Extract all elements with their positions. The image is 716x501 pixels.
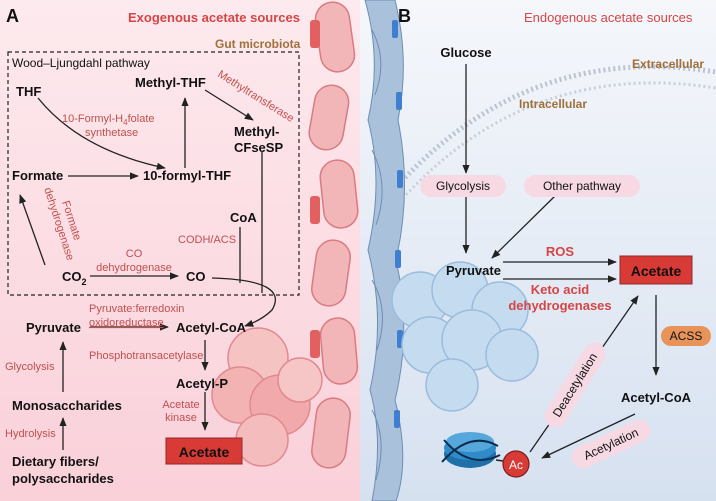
intracellular-label: Intracellular <box>519 97 587 111</box>
enzyme-hydrolysis: Hydrolysis <box>5 428 56 440</box>
acetate-box-b: Acetate <box>619 255 693 285</box>
acss-pill: ACSS <box>661 326 711 346</box>
node-pyruvate-b: Pyruvate <box>446 263 501 278</box>
acetyl-group-badge: Ac <box>502 450 530 478</box>
cell-membrane-inner <box>394 81 716 207</box>
wood-ljungdahl-box <box>7 51 300 296</box>
node-formate: Formate <box>12 168 63 183</box>
extracellular-label: Extracellular <box>632 57 704 71</box>
bacteria-column <box>308 1 359 469</box>
node-acetyl-p: Acetyl-P <box>176 376 228 391</box>
other-pathway-pill: Other pathway <box>524 175 640 197</box>
panel-a-letter: A <box>6 6 19 26</box>
wood-ljungdahl-title: Wood–Ljungdahl pathway <box>12 56 150 70</box>
panel-a-heading: Exogenous acetate sources <box>128 10 300 25</box>
gut-microbiota-label: Gut microbiota <box>215 37 301 51</box>
node-methyl-thf: Methyl-THF <box>135 75 206 90</box>
node-dietary-fibers: Dietary fibers/polysaccharides <box>12 454 114 486</box>
panel-a-arrows <box>19 89 277 450</box>
ac-label: Ac <box>509 458 523 472</box>
glycolysis-pill: Glycolysis <box>420 175 506 197</box>
node-coa-wl: CoA <box>230 210 257 225</box>
epithelial-barrier <box>364 0 405 501</box>
acetate-box-a: Acetate <box>165 437 243 465</box>
histone-icon <box>441 432 511 468</box>
node-glucose: Glucose <box>440 45 491 60</box>
panel-b-letter: B <box>398 6 411 26</box>
host-cell-cluster <box>391 261 539 412</box>
enzyme-phosphotransacetylase: Phosphotransacetylase <box>89 350 203 362</box>
enzyme-codh-acs: CODH/ACS <box>178 234 236 246</box>
node-co: CO <box>186 269 206 284</box>
cell-membrane-outer <box>383 64 716 202</box>
acss-label: ACSS <box>670 329 703 343</box>
node-co2: CO2 <box>62 269 87 287</box>
node-thf: THF <box>16 84 41 99</box>
panel-b-heading: Endogenous acetate sources <box>524 10 693 25</box>
node-methyl-cfsesp: Methyl-CFseSP <box>234 124 283 155</box>
node-10-formyl-thf: 10-formyl-THF <box>143 168 231 183</box>
bacteria-cluster <box>211 327 323 467</box>
acetate-label-b: Acetate <box>631 263 682 279</box>
node-pyruvate-a: Pyruvate <box>26 320 81 335</box>
glycolysis-label-b: Glycolysis <box>436 179 490 193</box>
node-ros: ROS <box>546 244 575 259</box>
panel-b-background <box>360 0 716 501</box>
enzyme-glycolysis-a: Glycolysis <box>5 361 55 373</box>
node-acetyl-coa-b: Acetyl-CoA <box>621 390 692 405</box>
other-pathway-label: Other pathway <box>543 179 621 193</box>
acetate-label-a: Acetate <box>179 444 230 460</box>
node-acetyl-coa-a: Acetyl-CoA <box>176 320 247 335</box>
node-monosaccharides: Monosaccharides <box>12 398 122 413</box>
